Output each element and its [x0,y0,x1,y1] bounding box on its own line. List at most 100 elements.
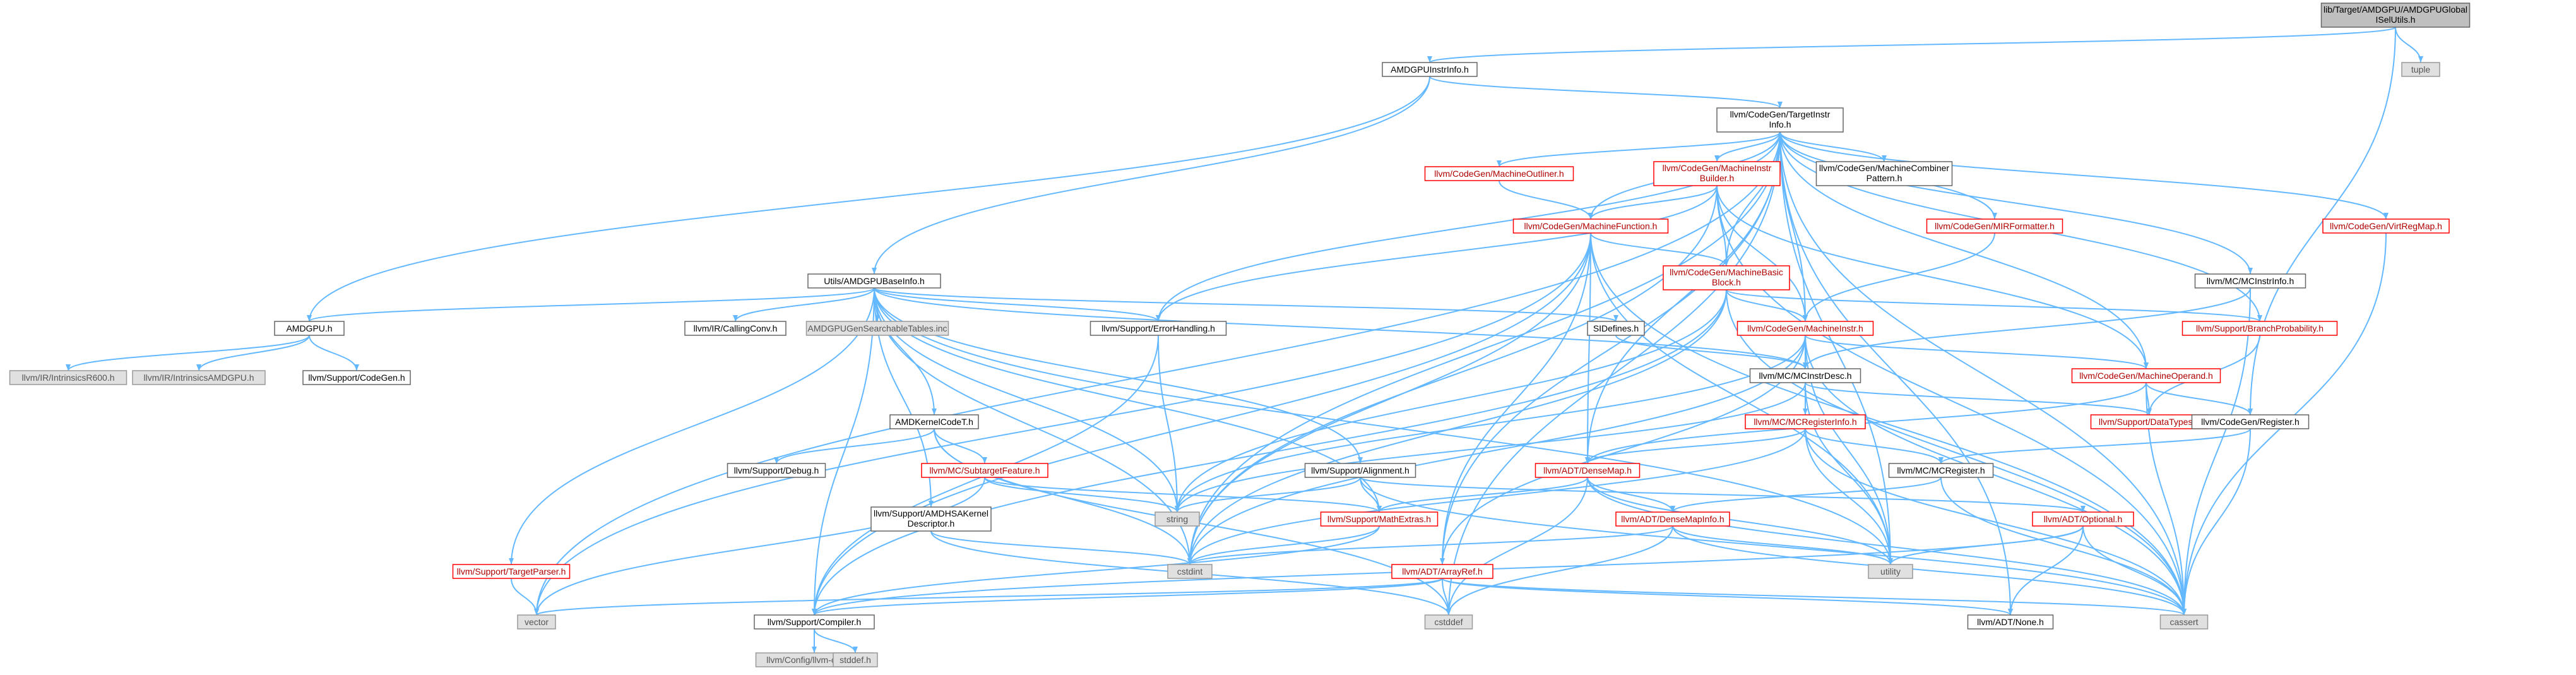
node-mf[interactable]: llvm/CodeGen/MachineFunction.h [1512,218,1669,234]
node-mi[interactable]: llvm/CodeGen/MachineInstr.h [1736,321,1874,336]
node-box [921,463,1048,478]
edge-mib-to-mop [1716,185,2149,369]
node-box [1663,265,1790,290]
node-baseinfo[interactable]: Utils/AMDGPUBaseInfo.h [807,273,941,289]
node-box [805,321,949,336]
node-utility: utility [1868,564,1913,579]
node-box [2071,368,2221,383]
node-box [2181,321,2338,336]
node-optional[interactable]: llvm/ADT/Optional.h [2032,511,2134,527]
node-mop[interactable]: llvm/CodeGen/MachineOperand.h [2071,368,2221,383]
edge-tparser-to-vector [511,578,539,616]
node-subfeat[interactable]: llvm/MC/SubtargetFeature.h [921,463,1048,478]
edge-optional-to-none [2008,525,2084,616]
node-vrm[interactable]: llvm/CodeGen/VirtRegMap.h [2322,218,2450,234]
node-label: llvm/Support/BranchProbability.h [2196,323,2324,333]
edge-mf-to-mbb [1590,232,1729,266]
node-bp[interactable]: llvm/Support/BranchProbability.h [2181,321,2338,336]
node-label: string [1166,514,1188,524]
node-box [754,614,875,630]
edge-errh-to-string [1158,335,1180,513]
edge-baseinfo-to-tparser [509,287,875,565]
edge-densemap-to-cassert [1587,477,2187,616]
node-label: llvm/IR/IntrinsicsR600.h [21,373,114,383]
node-r600: llvm/IR/IntrinsicsR600.h [9,370,128,385]
node-label: llvm/CodeGen/Register.h [2201,417,2300,427]
node-label: llvm/Support/MathExtras.h [1327,514,1431,524]
node-arrayref[interactable]: llvm/ADT/ArrayRef.h [1391,564,1493,579]
edge-mib-to-mf [1588,185,1718,220]
edge-subfeat-to-vector [534,477,985,616]
node-supcg[interactable]: llvm/Support/CodeGen.h [302,370,411,385]
node-debug[interactable]: llvm/Support/Debug.h [727,463,826,478]
edge-mbb-to-bp [1726,289,2262,322]
node-callconv[interactable]: llvm/IR/CallingConv.h [684,321,786,336]
edge-tii-to-arrayref [1440,131,1781,565]
node-stddef: stddef.h [833,652,878,667]
edge-sidefines-to-mcid [1615,335,1808,369]
node-box [1749,368,1861,383]
edge-baseinfo-to-callconv [733,287,875,322]
node-box [2191,414,2310,429]
edge-mbb-to-mi [1726,289,1808,322]
node-mo[interactable]: llvm/CodeGen/MachineOutliner.h [1424,166,1574,181]
node-none[interactable]: llvm/ADT/None.h [1967,614,2054,630]
edge-mcri-to-cstdint [1187,428,1806,565]
node-label: llvm/CodeGen/MIRFormatter.h [1935,221,2055,231]
edge-cgreg-to-cassert [2181,428,2251,616]
edge-tii-to-mcinstrinfo [1779,131,2253,275]
edge-mbb-to-compiler [812,289,1727,616]
node-tparser[interactable]: llvm/Support/TargetParser.h [452,564,571,579]
node-box [1391,564,1493,579]
edge-mcid-to-datatypes [1805,382,2152,415]
node-mcri[interactable]: llvm/MC/MCRegisterInfo.h [1745,414,1866,429]
node-box [807,273,941,289]
node-akc[interactable]: AMDKernelCodeT.h [889,414,979,429]
node-label: llvm/CodeGen/MachineOutliner.h [1434,169,1564,179]
edge-mf-to-densemap [1585,232,1591,464]
node-cgreg[interactable]: llvm/CodeGen/Register.h [2191,414,2310,429]
edge-baseinfo-to-compiler [812,287,875,616]
node-label: AMDGPUInstrInfo.h [1391,64,1469,75]
node-mcid[interactable]: llvm/MC/MCInstrDesc.h [1749,368,1861,383]
node-box [1534,463,1641,478]
node-box [2032,511,2134,527]
node-label: llvm/ADT/ArrayRef.h [1402,566,1483,576]
edge-optional-to-cassert [2082,525,2187,616]
node-label: llvm/Support/ErrorHandling.h [1101,323,1215,333]
node-box [1926,218,2063,234]
node-align[interactable]: llvm/Support/Alignment.h [1304,463,1416,478]
node-mcreg[interactable]: llvm/MC/MCRegister.h [1888,463,1994,478]
node-dmi[interactable]: llvm/ADT/DenseMapInfo.h [1615,511,1730,527]
edge-tii-to-cassert [1779,131,2187,616]
node-box [684,321,786,336]
node-label: llvm/ADT/DenseMap.h [1543,465,1632,475]
edge-densemap-to-mathext [1377,477,1588,513]
node-errh[interactable]: llvm/Support/ErrorHandling.h [1089,321,1227,336]
node-tuple: tuple [2401,62,2440,77]
node-mathext[interactable]: llvm/Support/MathExtras.h [1320,511,1439,527]
node-label: llvm/ADT/Optional.h [2044,514,2122,524]
node-cstddef: cstddef [1424,614,1473,630]
node-datatypes[interactable]: llvm/Support/DataTypes.h [2090,414,2209,429]
node-mirf[interactable]: llvm/CodeGen/MIRFormatter.h [1926,218,2063,234]
edge-tii-to-utility [1779,131,1893,565]
edge-align-to-string [1175,477,1361,513]
node-mcinstrinfo[interactable]: llvm/MC/MCInstrInfo.h [2194,273,2306,289]
node-compiler[interactable]: llvm/Support/Compiler.h [754,614,875,630]
node-instrinfo[interactable]: AMDGPUInstrInfo.h [1382,62,1478,77]
node-sidefines[interactable]: SIDefines.h [1587,321,1645,336]
node-densemap[interactable]: llvm/ADT/DenseMap.h [1534,463,1641,478]
node-box [1587,321,1645,336]
node-amdgpuh[interactable]: AMDGPU.h [274,321,345,336]
edge-dmi-to-cassert [1672,525,2187,616]
edge-instrinfo-to-baseinfo [872,76,1430,275]
